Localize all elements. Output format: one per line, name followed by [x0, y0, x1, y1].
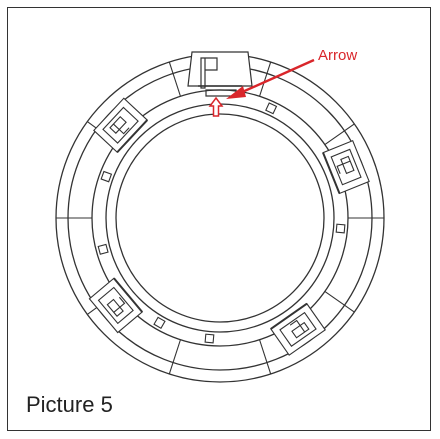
small-tabs	[97, 102, 346, 344]
segment-divider	[259, 339, 272, 375]
segment-divider	[168, 61, 181, 97]
latch-housing	[187, 51, 253, 87]
segment-divider	[259, 61, 272, 97]
inner-ring	[105, 103, 335, 333]
segment-divider	[324, 123, 355, 146]
arrow-label: Arrow	[318, 47, 358, 64]
red-arrow-icon	[226, 58, 315, 99]
retaining-clip	[88, 277, 143, 334]
locating-tab	[204, 333, 215, 344]
inner-opening	[115, 113, 325, 323]
locating-tab	[100, 170, 113, 183]
clip-group	[88, 97, 370, 356]
picture-caption: Picture 5	[26, 392, 113, 417]
segment-divider	[324, 290, 355, 313]
retaining-clip	[322, 139, 370, 195]
flag-marker-icon	[200, 57, 218, 89]
locating-tab	[97, 243, 109, 255]
segment-dividers	[56, 61, 384, 375]
top-latch	[187, 51, 253, 97]
locating-tab	[153, 316, 166, 330]
segment-divider	[168, 339, 181, 375]
locating-tab	[335, 223, 346, 234]
hollow-up-arrow-icon	[208, 96, 224, 117]
locating-tab	[265, 102, 278, 115]
retaining-clip	[270, 302, 326, 356]
retaining-clip	[93, 97, 149, 154]
